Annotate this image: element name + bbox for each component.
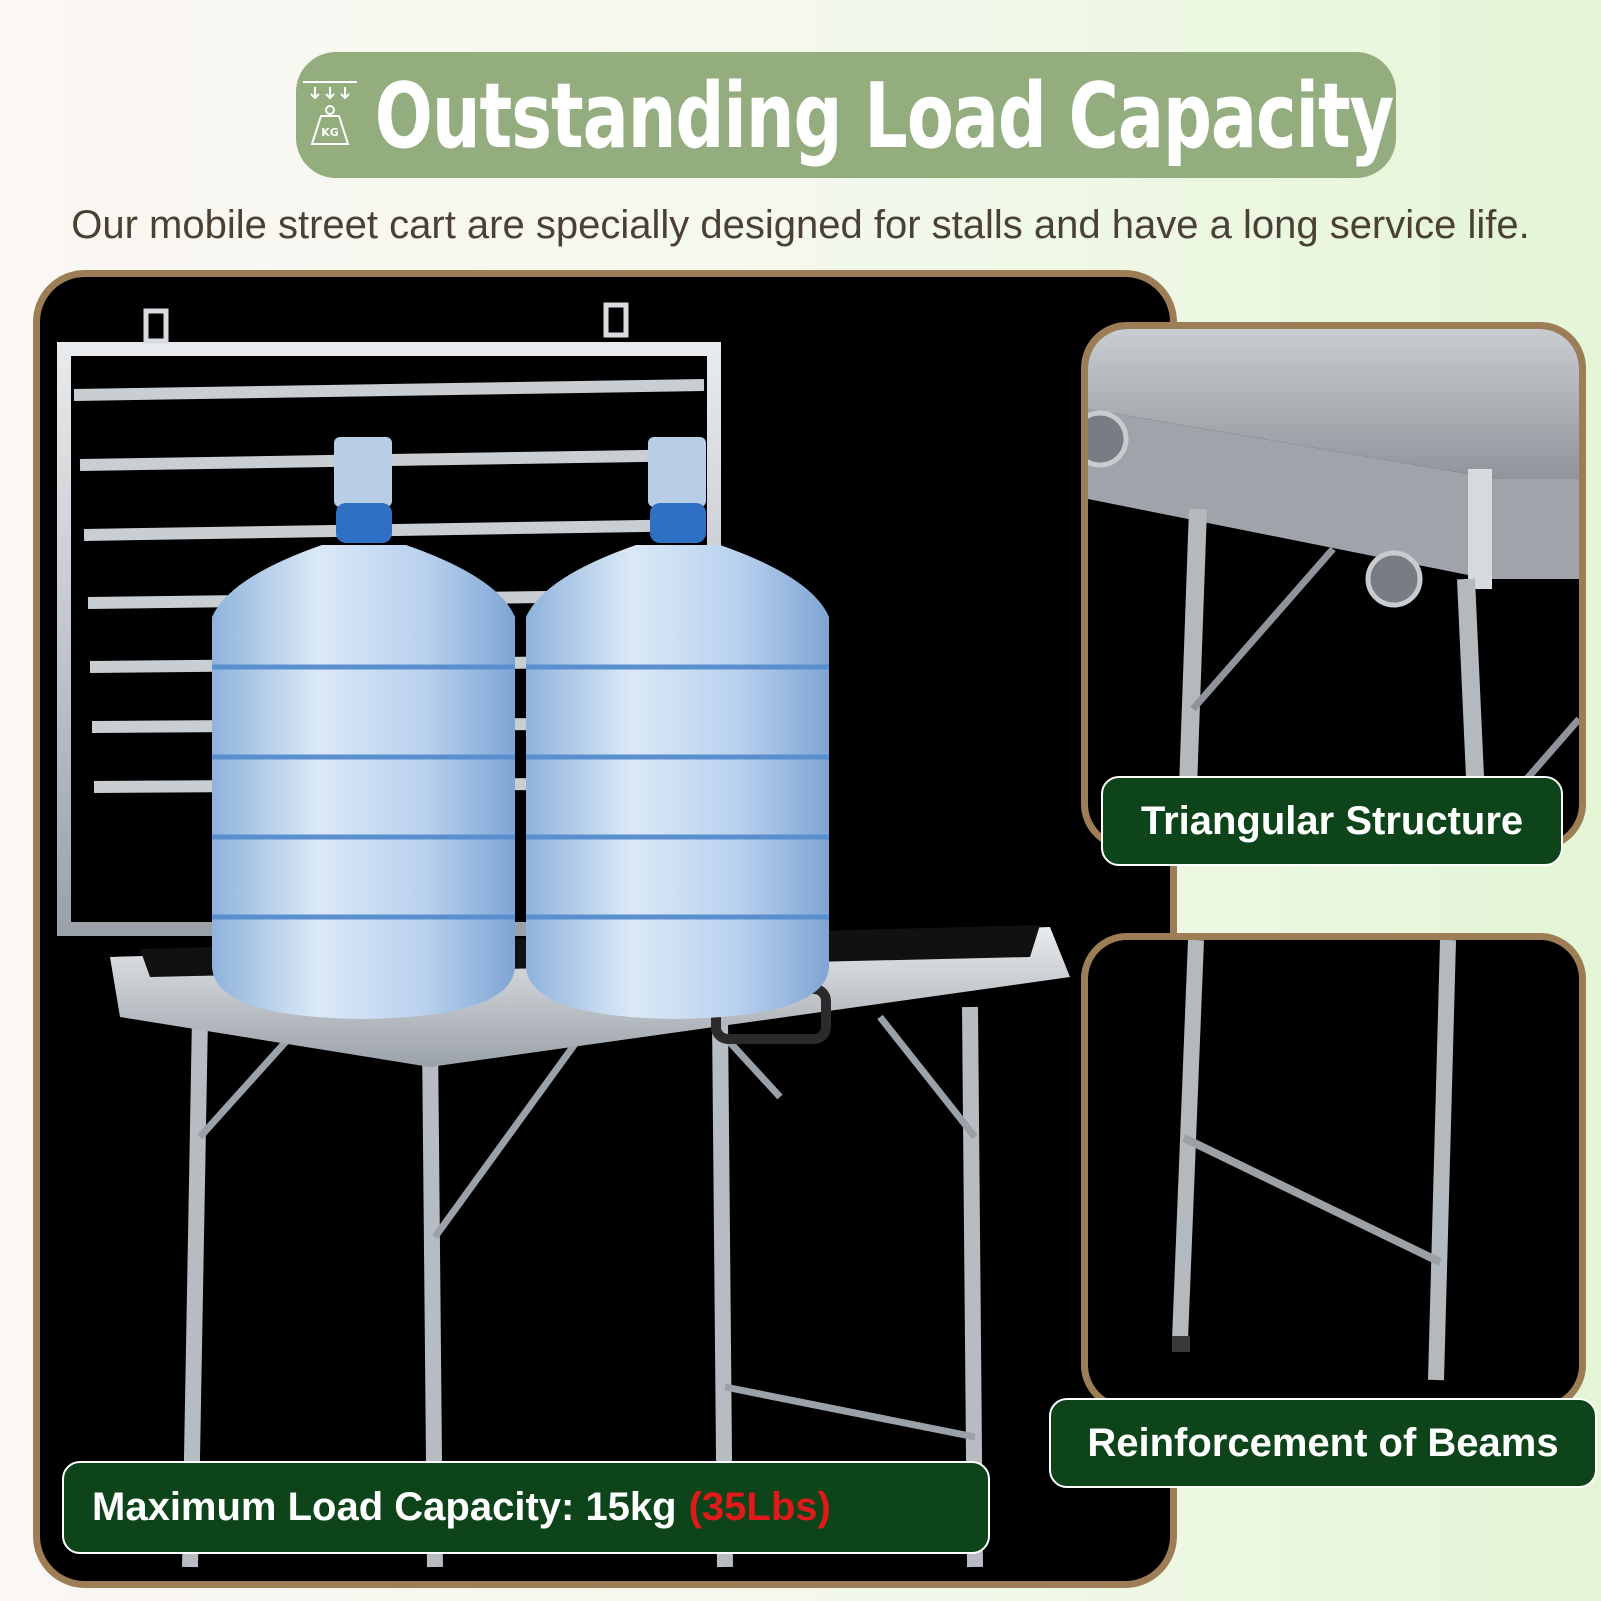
main-product-image [33,270,1177,1588]
detail-image-beams [1081,933,1586,1411]
max-load-lbs: (35Lbs) [688,1485,831,1529]
max-load-text: Maximum Load Capacity: 15kg [92,1485,677,1529]
title-banner: KG Outstanding Load Capacity [296,52,1396,178]
svg-text:KG: KG [321,126,339,139]
max-load-label: Maximum Load Capacity: 15kg (35Lbs) [62,1461,990,1554]
page-title: Outstanding Load Capacity [374,62,1394,168]
subtitle: Our mobile street cart are specially des… [71,203,1530,247]
triangular-structure-label: Triangular Structure [1101,776,1563,866]
weight-kg-icon: KG [302,81,357,145]
detail-image-triangular [1081,322,1586,850]
beam-reinforcement-label: Reinforcement of Beams [1049,1398,1597,1488]
